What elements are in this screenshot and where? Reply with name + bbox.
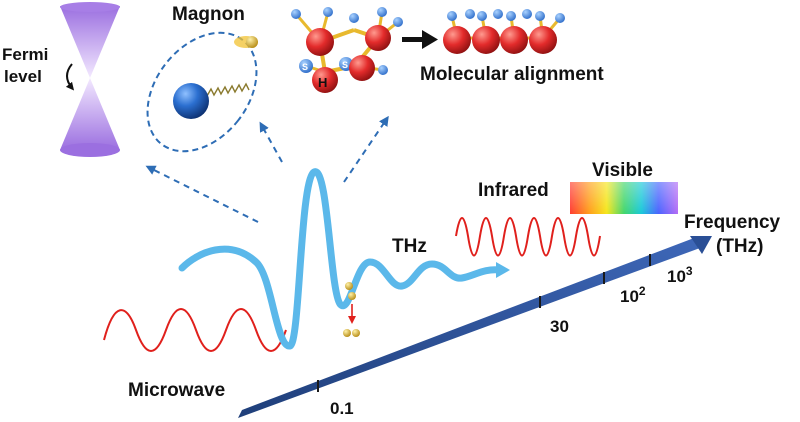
dirac-cone	[60, 2, 120, 157]
thz-pulse	[178, 168, 504, 350]
axis-tick-label-30: 30	[550, 317, 569, 336]
visible-label: Visible	[592, 160, 653, 181]
magnon-label: Magnon	[172, 4, 245, 25]
molecular-alignment-label: Molecular alignment	[420, 64, 604, 85]
magnon-sphere	[173, 83, 209, 119]
frequency-axis	[238, 238, 700, 418]
atom-label-hydrogen: H	[318, 75, 327, 90]
dashed-arrow-to-magnon	[259, 121, 283, 163]
axis-tick-label-10-2: 102	[620, 284, 646, 306]
fermi-label-line1: Fermi	[2, 45, 48, 64]
frequency-unit-label: (THz)	[716, 236, 763, 257]
molecule-aligned	[443, 9, 565, 54]
fermi-label-line2: level	[4, 67, 42, 86]
infrared-label: Infrared	[478, 180, 549, 201]
fermi-curved-arrow-icon	[65, 63, 75, 91]
axis-tick-label-0.1: 0.1	[330, 399, 354, 418]
magnon-spin-ball	[246, 36, 258, 48]
dirac-cone-lower	[60, 78, 120, 150]
dashed-arrow-to-fermi	[145, 165, 259, 223]
microwave-label: Microwave	[128, 380, 225, 401]
molecule-disordered	[291, 7, 403, 93]
frequency-axis-arrowhead	[690, 236, 712, 254]
infrared-wave	[455, 217, 601, 257]
thz-label: THz	[392, 236, 427, 257]
thz-pulse-arrowhead	[496, 262, 510, 278]
alignment-arrow-icon	[402, 30, 438, 49]
atom-label-sulfur-2: S	[342, 60, 348, 70]
dirac-cone-lower-rim	[60, 143, 120, 157]
dashed-arrow-to-molecule	[343, 115, 389, 183]
atom-label-sulfur-1: S	[302, 62, 308, 72]
frequency-axis-label: Frequency	[684, 212, 781, 233]
dirac-cone-upper	[60, 6, 120, 78]
electrons	[343, 282, 360, 337]
microwave-wave	[103, 308, 287, 352]
dirac-cone-upper-rim	[60, 2, 120, 12]
axis-tick-label-10-3: 103	[667, 264, 693, 286]
magnon-spring	[199, 82, 250, 98]
visible-spectrum-shade	[570, 182, 678, 214]
